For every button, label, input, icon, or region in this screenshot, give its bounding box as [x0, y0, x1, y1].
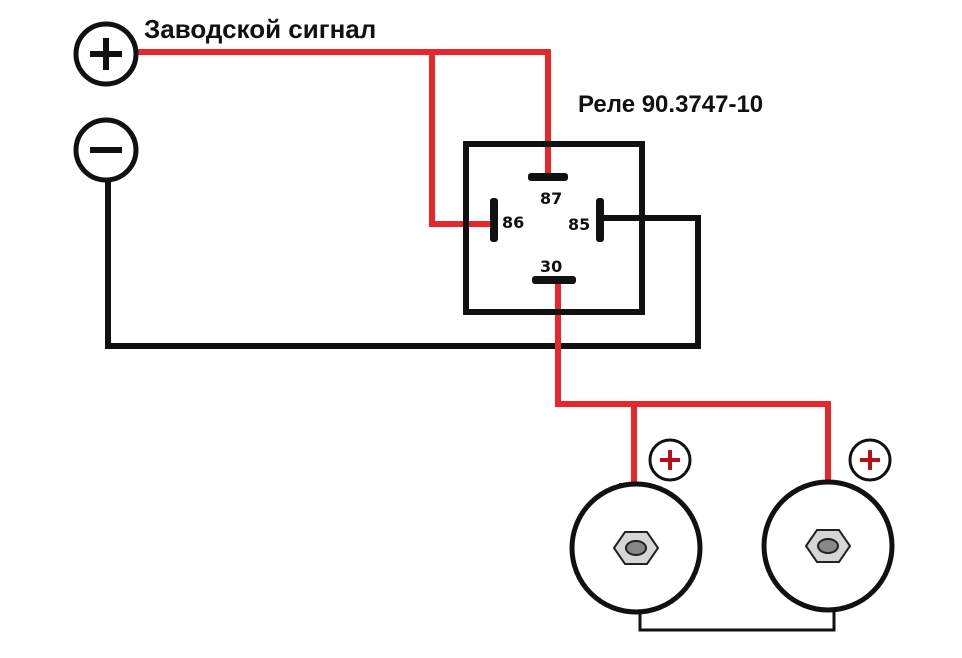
horn-left-plus-icon	[648, 438, 692, 482]
horn-right	[761, 438, 895, 613]
pin-86-label: 86	[502, 213, 524, 232]
horn-left	[569, 438, 836, 632]
pin-87-label: 87	[540, 189, 562, 208]
pin-30-bar	[532, 276, 576, 284]
minus-terminal-icon	[73, 117, 139, 183]
ground-wire	[105, 177, 701, 349]
nut-icon	[612, 531, 660, 565]
pin-85-bar	[596, 198, 604, 242]
signal-wire	[137, 49, 551, 227]
pin-86-bar	[490, 198, 498, 242]
pin-85-label: 85	[568, 215, 590, 234]
relay-body	[463, 141, 645, 315]
pin-30-label: 30	[540, 257, 562, 276]
diagram-title: Заводской сигнал	[144, 14, 376, 44]
nut-icon	[804, 529, 852, 563]
horn-right-plus-icon	[848, 438, 892, 482]
pin-87-bar	[528, 173, 568, 181]
output-wire	[555, 281, 831, 489]
plus-terminal-icon	[73, 21, 139, 87]
relay-label: Реле 90.3747-10	[578, 91, 763, 118]
